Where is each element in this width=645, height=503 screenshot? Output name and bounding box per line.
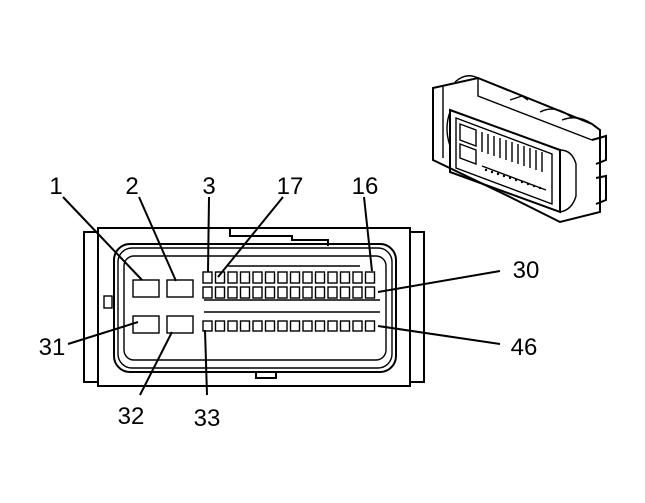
label-pin-16: 16: [352, 173, 379, 200]
pin-32: [166, 315, 194, 334]
label-pin-17: 17: [277, 173, 304, 200]
pin-36: [239, 320, 251, 332]
pin-42: [314, 320, 326, 332]
pin-11: [302, 271, 313, 284]
connector-iso-view: [432, 75, 607, 224]
pin-44: [339, 320, 351, 332]
pin-21: [252, 286, 263, 299]
label-pin-2: 2: [125, 173, 138, 200]
pin-41: [302, 320, 313, 332]
pin-28: [339, 286, 351, 299]
pin-10: [289, 271, 301, 284]
pin-3: [202, 271, 213, 284]
pin-8: [264, 271, 276, 284]
label-pin-33: 33: [194, 405, 221, 432]
pin-46: [364, 320, 376, 332]
small-pin-grid: [202, 271, 376, 332]
label-pin-3: 3: [202, 173, 215, 200]
pin-27: [327, 286, 338, 299]
pin-12: [314, 271, 326, 284]
pin-40: [289, 320, 301, 332]
leader-33: [204, 329, 208, 396]
pin-17: [202, 286, 213, 299]
pin-19: [227, 286, 238, 299]
pin-7: [252, 271, 263, 284]
pin-18: [214, 286, 226, 299]
label-pin-32: 32: [118, 403, 145, 430]
leader-32: [139, 331, 173, 396]
pin-13: [327, 271, 338, 284]
pin-14: [339, 271, 351, 284]
label-pin-46: 46: [511, 334, 538, 361]
pin-33: [202, 320, 213, 332]
leader-46: [377, 325, 501, 345]
pin-2: [166, 279, 194, 298]
pin-9: [277, 271, 288, 284]
pin-30: [364, 286, 376, 299]
pin-1: [132, 279, 160, 298]
leader-16: [363, 196, 373, 272]
pin-43: [327, 320, 338, 332]
leader-17: [217, 196, 284, 278]
pin-31: [132, 315, 160, 334]
leader-2: [138, 196, 177, 282]
pin-16: [364, 271, 376, 284]
pin-37: [252, 320, 263, 332]
pin-15: [352, 271, 363, 284]
pin-20: [239, 286, 251, 299]
pin-25: [302, 286, 313, 299]
pin-45: [352, 320, 363, 332]
pin-38: [264, 320, 276, 332]
label-pin-30: 30: [513, 257, 540, 284]
connector-face-view: [83, 227, 425, 387]
pin-29: [352, 286, 363, 299]
pin-labels: 1 2 3 17 16 30 31 32 33 46: [39, 173, 540, 432]
pin-22: [264, 286, 276, 299]
leader-1: [62, 196, 143, 281]
leader-lines: [62, 196, 501, 396]
label-pin-1: 1: [49, 173, 62, 200]
pin-39: [277, 320, 288, 332]
pin-34: [214, 320, 226, 332]
pin-6: [239, 271, 251, 284]
pin-4: [214, 271, 226, 284]
pin-23: [277, 286, 288, 299]
pin-35: [227, 320, 238, 332]
leader-30: [377, 270, 501, 293]
leader-3: [207, 196, 210, 273]
pin-5: [227, 271, 238, 284]
pin-26: [314, 286, 326, 299]
leader-31: [67, 321, 139, 345]
label-pin-31: 31: [39, 334, 66, 361]
pin-24: [289, 286, 301, 299]
